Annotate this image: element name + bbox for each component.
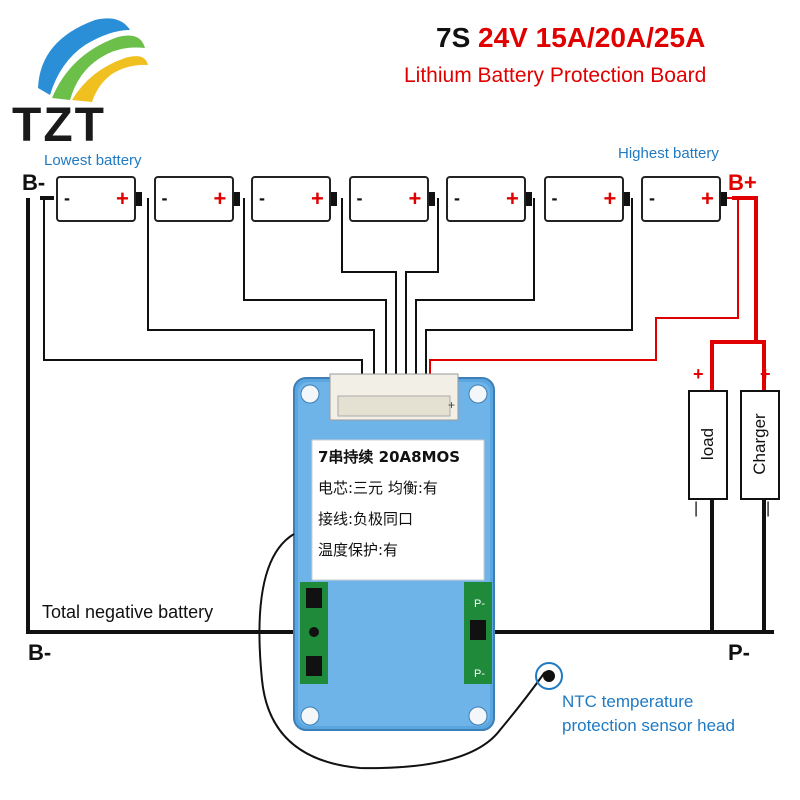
tzt-logo-mark	[38, 18, 148, 102]
title-voltage: 24V	[478, 22, 528, 53]
title-cells: 7S	[436, 22, 471, 53]
battery-negative-sign: -	[161, 188, 168, 208]
battery-negative-sign: -	[259, 188, 265, 208]
load-plus: +	[693, 364, 704, 384]
ntc-cable	[258, 533, 563, 770]
battery-cell: -+	[348, 176, 435, 222]
pad-p-minus-1: P-	[474, 598, 485, 610]
charger-label: Charger	[750, 413, 769, 475]
sticker-line-3: 接线:负极同口	[318, 510, 414, 528]
board-sticker: 7串持续 20A8MOS 电芯:三元 均衡:有 接线:负极同口 温度保护:有	[318, 446, 460, 560]
battery-cell: -+	[153, 176, 240, 222]
load-label: load	[698, 427, 717, 461]
page-subtitle: Lithium Battery Protection Board	[404, 64, 707, 87]
sticker-line-2: 电芯:三元 均衡:有	[318, 479, 438, 497]
charger-plus: +	[760, 364, 771, 384]
battery-cell: -+	[543, 176, 630, 222]
battery-negative-sign: -	[356, 188, 363, 208]
connector-plus-mark: +	[448, 398, 456, 412]
charger-box: Charger	[740, 390, 780, 500]
ntc-label-line-1: NTC temperature	[562, 692, 694, 711]
battery-negative-sign: -	[64, 188, 70, 208]
sticker-line-4: 温度保护:有	[318, 541, 399, 559]
ntc-label-line-2: protection sensor head	[562, 716, 735, 735]
battery-negative-sign: -	[454, 188, 460, 208]
battery-cell: -+	[251, 176, 337, 222]
battery-positive-sign: +	[116, 186, 129, 211]
battery-terminal	[233, 192, 240, 206]
brand-logo-text: TZT	[12, 99, 106, 152]
battery-terminal	[331, 192, 337, 206]
b-minus-top-label: B-	[22, 170, 46, 195]
battery-terminal	[428, 192, 435, 206]
battery-negative-sign: -	[649, 188, 655, 208]
b-plus-top-label: B+	[728, 170, 757, 195]
charger-minus: |	[766, 500, 771, 517]
battery-positive-sign: +	[311, 186, 324, 211]
battery-positive-sign: +	[213, 186, 227, 211]
battery-terminal	[721, 192, 727, 206]
bms-board	[293, 373, 495, 731]
b-minus-bottom-label: B-	[28, 640, 52, 665]
load-minus: |	[694, 500, 699, 517]
title-current: 15A/20A/25A	[535, 22, 706, 53]
battery-positive-sign: +	[701, 186, 714, 211]
battery-cell: -+	[56, 176, 142, 222]
sense-wires	[26, 196, 774, 634]
total-negative-label: Total negative battery	[42, 602, 214, 622]
battery-positive-sign: +	[408, 186, 422, 211]
battery-positive-sign: +	[603, 186, 617, 211]
battery-terminal	[136, 192, 142, 206]
highest-battery-label: Highest battery	[618, 145, 719, 162]
battery-cell: -+	[446, 176, 532, 222]
battery-negative-sign: -	[551, 188, 558, 208]
sticker-line-1: 7串持续 20A8MOS	[318, 448, 461, 466]
battery-positive-sign: +	[506, 186, 519, 211]
pad-p-minus-2: P-	[474, 668, 485, 680]
battery-cell: -+	[641, 176, 727, 222]
lowest-battery-label: Lowest battery	[44, 152, 142, 169]
p-minus-bottom-label: P-	[728, 640, 750, 665]
page-title: 7S 24V 15A/20A/25A	[436, 22, 705, 54]
ntc-label: NTC temperature protection sensor head	[562, 690, 735, 738]
battery-terminal	[623, 192, 630, 206]
load-box: load	[688, 390, 728, 500]
battery-terminal	[526, 192, 532, 206]
positive-wires	[429, 196, 766, 392]
